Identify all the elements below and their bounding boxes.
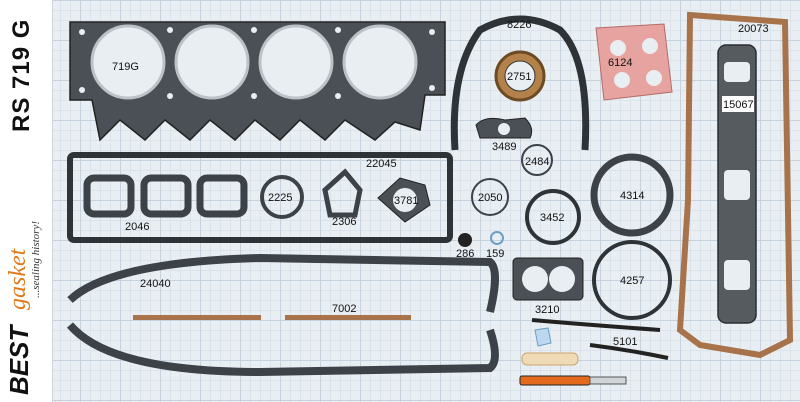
ring-4257-label: 4257 [620,275,644,287]
timing-cover-gasket: 8226 [450,15,590,151]
head-gasket: 719G [69,21,446,142]
ring-gasket-4314: 4314 [590,153,674,237]
intake-manifold-gasket: 15067 [717,44,757,324]
manifold-frame-gasket: 20073 [676,11,794,359]
hose-5101: 5101 [531,318,669,360]
utility-knife [519,375,627,386]
ring-4314-label: 4314 [620,190,644,202]
exhaust-gaskets: 2046 [83,174,248,233]
ring-2050-label: 2050 [478,192,502,204]
blue-cap [534,327,552,347]
ring-gasket-2050: 2050 [471,178,509,216]
valve-cover-gasket: 22045 [67,152,453,243]
brand-sidebar: RS 719 G BEST gasket ...sealing history! [0,0,53,402]
ring-gasket-159: 159 [486,231,504,260]
oil-seal-label: 2751 [507,71,531,83]
manifold-frame-label: 20073 [738,23,769,35]
cork-strips-label: 7002 [332,303,356,315]
timing-cover-label: 8226 [507,19,531,31]
plug-286-label: 286 [456,248,474,260]
carb-plate-3210-label: 3210 [535,304,559,316]
exhaust-gaskets-label: 2046 [125,221,149,233]
oval-gasket-3489: 3489 [475,117,533,153]
carburetor-gasket-label: 6124 [608,57,632,69]
water-pump-gasket: 2306 [322,168,363,228]
ring-159-label: 159 [486,248,504,260]
carburetor-plate-3210: 3210 [512,257,584,316]
plate-gasket-3781: 3781 [377,177,431,223]
oil-pan-gaskets: 24040 [66,253,499,377]
cork-strips: 7002 [133,303,411,320]
carburetor-gasket: 6124 [595,23,673,101]
head-gasket-label: 719G [112,61,139,73]
ring-gasket-4257: 4257 [592,240,672,320]
hose-5101-label: 5101 [613,336,637,348]
oil-pan-label: 24040 [140,278,171,290]
oil-seal: 2751 [494,50,546,102]
valve-cover-label: 22045 [366,158,397,170]
ring-2225-label: 2225 [268,192,292,204]
ring-3452-label: 3452 [540,212,564,224]
ring-gasket-3452: 3452 [525,189,581,245]
plate-3781-label: 3781 [394,195,418,207]
plug-286: 286 [456,233,474,260]
intake-manifold-label: 15067 [723,99,754,111]
oval-3489-label: 3489 [492,141,516,153]
sealant-tube [521,352,579,366]
water-pump-label: 2306 [332,216,356,228]
ring-gasket-2484: 2484 [521,144,553,176]
ring-gasket-2225: 2225 [260,175,304,219]
ring-2484-label: 2484 [525,156,549,168]
